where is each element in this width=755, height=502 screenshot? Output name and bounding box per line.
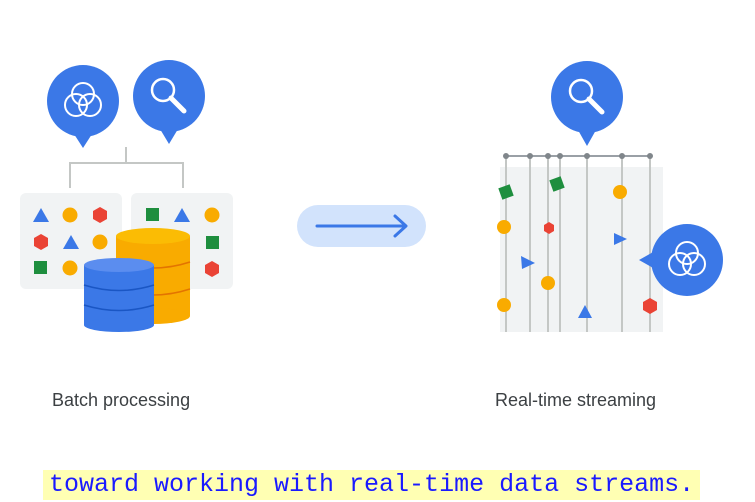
triangle-shape	[614, 233, 627, 245]
circle-shape	[613, 185, 627, 199]
venn-diagram-icon	[47, 65, 119, 148]
database-icon	[83, 258, 155, 332]
square-shape	[498, 184, 514, 200]
square-shape	[34, 261, 47, 274]
triangle-shape	[174, 208, 190, 222]
batch-group	[20, 60, 233, 332]
hexagon-shape	[643, 298, 657, 314]
stream-group	[497, 61, 723, 332]
real-time-streaming-label: Real-time streaming	[495, 390, 657, 410]
square-shape	[549, 176, 565, 192]
triangle-shape	[578, 305, 592, 318]
hexagon-shape	[544, 222, 554, 234]
subtitle-caption: toward working with real-time data strea…	[43, 470, 701, 500]
batch-processing-label: Batch processing	[52, 390, 191, 410]
venn-diagram-icon	[639, 224, 723, 296]
triangle-shape	[521, 256, 535, 269]
triangle-shape	[33, 208, 49, 222]
magnifier-icon	[551, 61, 623, 146]
square-shape	[146, 208, 159, 221]
connector-line	[69, 162, 184, 188]
triangle-shape	[63, 235, 79, 249]
stream-panel	[500, 167, 663, 332]
circle-shape	[92, 234, 108, 250]
circle-shape	[497, 220, 511, 234]
circle-shape	[541, 276, 555, 290]
right-arrow-icon	[297, 205, 426, 247]
circle-shape	[62, 207, 78, 223]
hexagon-shape	[34, 234, 48, 250]
hexagon-shape	[93, 207, 107, 223]
circle-shape	[497, 298, 511, 312]
circle-shape	[204, 207, 220, 223]
stream-nodes	[503, 153, 653, 159]
hexagon-shape	[205, 261, 219, 277]
square-shape	[206, 236, 219, 249]
circle-shape	[62, 260, 78, 276]
magnifier-icon	[133, 60, 205, 144]
